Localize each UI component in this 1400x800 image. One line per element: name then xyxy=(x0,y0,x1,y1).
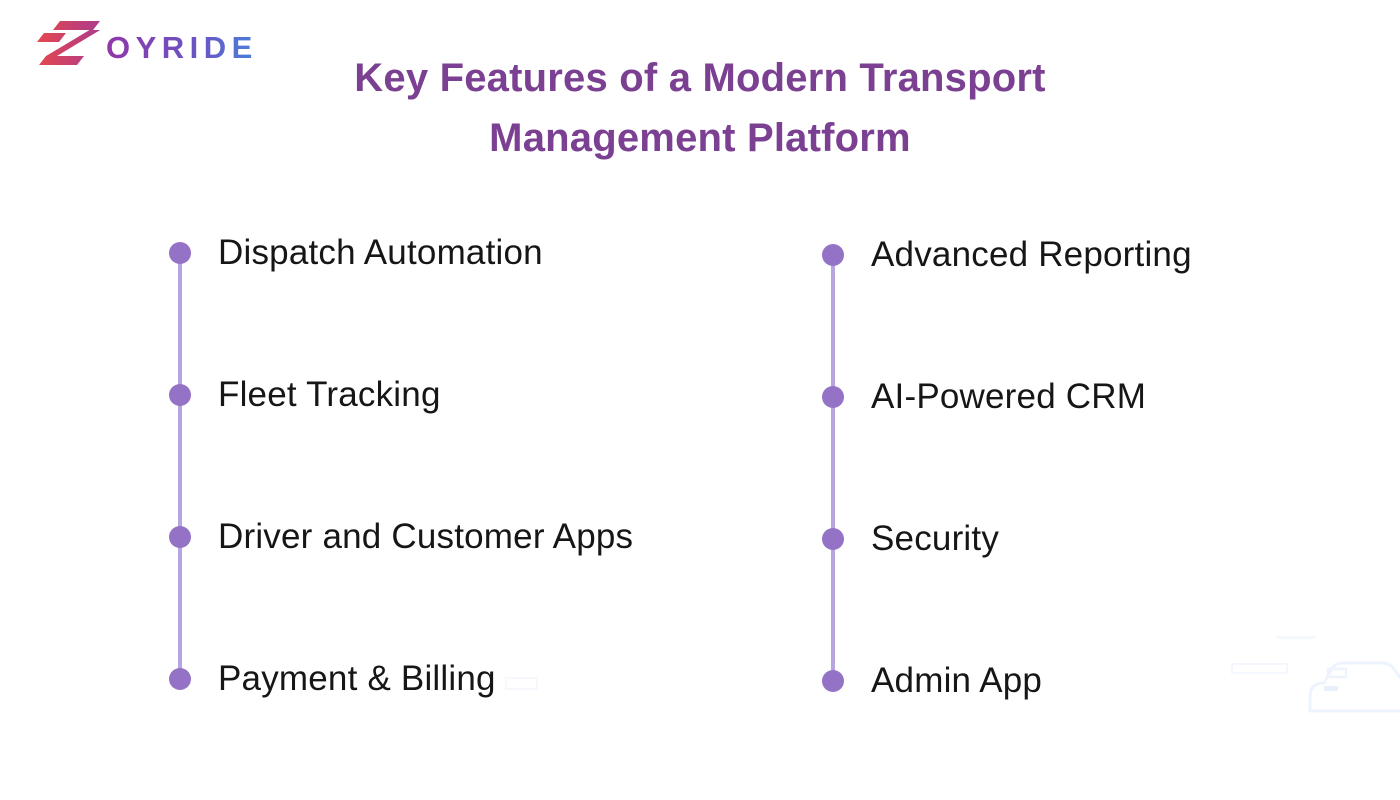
feature-label: Fleet Tracking xyxy=(218,375,441,414)
feature-label: Security xyxy=(871,519,1000,558)
feature-label: Dispatch Automation xyxy=(218,233,543,272)
features-column-right: Advanced Reporting AI-Powered CRM Securi… xyxy=(822,235,1382,800)
features-column-left: Dispatch Automation Fleet Tracking Drive… xyxy=(169,233,729,800)
bullet-dot xyxy=(822,670,844,692)
feature-item-dispatch-automation: Dispatch Automation xyxy=(169,233,729,272)
zoyride-logo: OYRIDE xyxy=(36,18,276,68)
zoyride-logo-graphic: OYRIDE xyxy=(37,21,258,65)
timeline-line-left xyxy=(178,253,182,679)
bullet-dot xyxy=(822,528,844,550)
bullet-dot xyxy=(169,668,191,690)
feature-item-payment-billing: Payment & Billing xyxy=(169,659,729,698)
feature-item-admin-app: Admin App xyxy=(822,661,1382,700)
feature-item-driver-customer-apps: Driver and Customer Apps xyxy=(169,517,729,556)
feature-item-ai-powered-crm: AI-Powered CRM xyxy=(822,377,1382,416)
bullet-dot xyxy=(822,386,844,408)
logo-wordmark: OYRIDE xyxy=(106,30,258,65)
bullet-dot xyxy=(169,526,191,548)
feature-label: Admin App xyxy=(871,661,1043,700)
feature-label: Advanced Reporting xyxy=(871,235,1192,274)
feature-label: Driver and Customer Apps xyxy=(218,517,634,556)
feature-label: AI-Powered CRM xyxy=(871,377,1147,416)
feature-item-security: Security xyxy=(822,519,1382,558)
timeline-line-right xyxy=(831,255,835,681)
logo-z-mark xyxy=(37,21,100,65)
bullet-dot xyxy=(169,384,191,406)
feature-label: Payment & Billing xyxy=(218,659,496,698)
page-title: Key Features of a Modern Transport Manag… xyxy=(354,56,1046,160)
feature-item-advanced-reporting: Advanced Reporting xyxy=(822,235,1382,274)
bullet-dot xyxy=(822,244,844,266)
bullet-dot xyxy=(169,242,191,264)
feature-item-fleet-tracking: Fleet Tracking xyxy=(169,375,729,414)
